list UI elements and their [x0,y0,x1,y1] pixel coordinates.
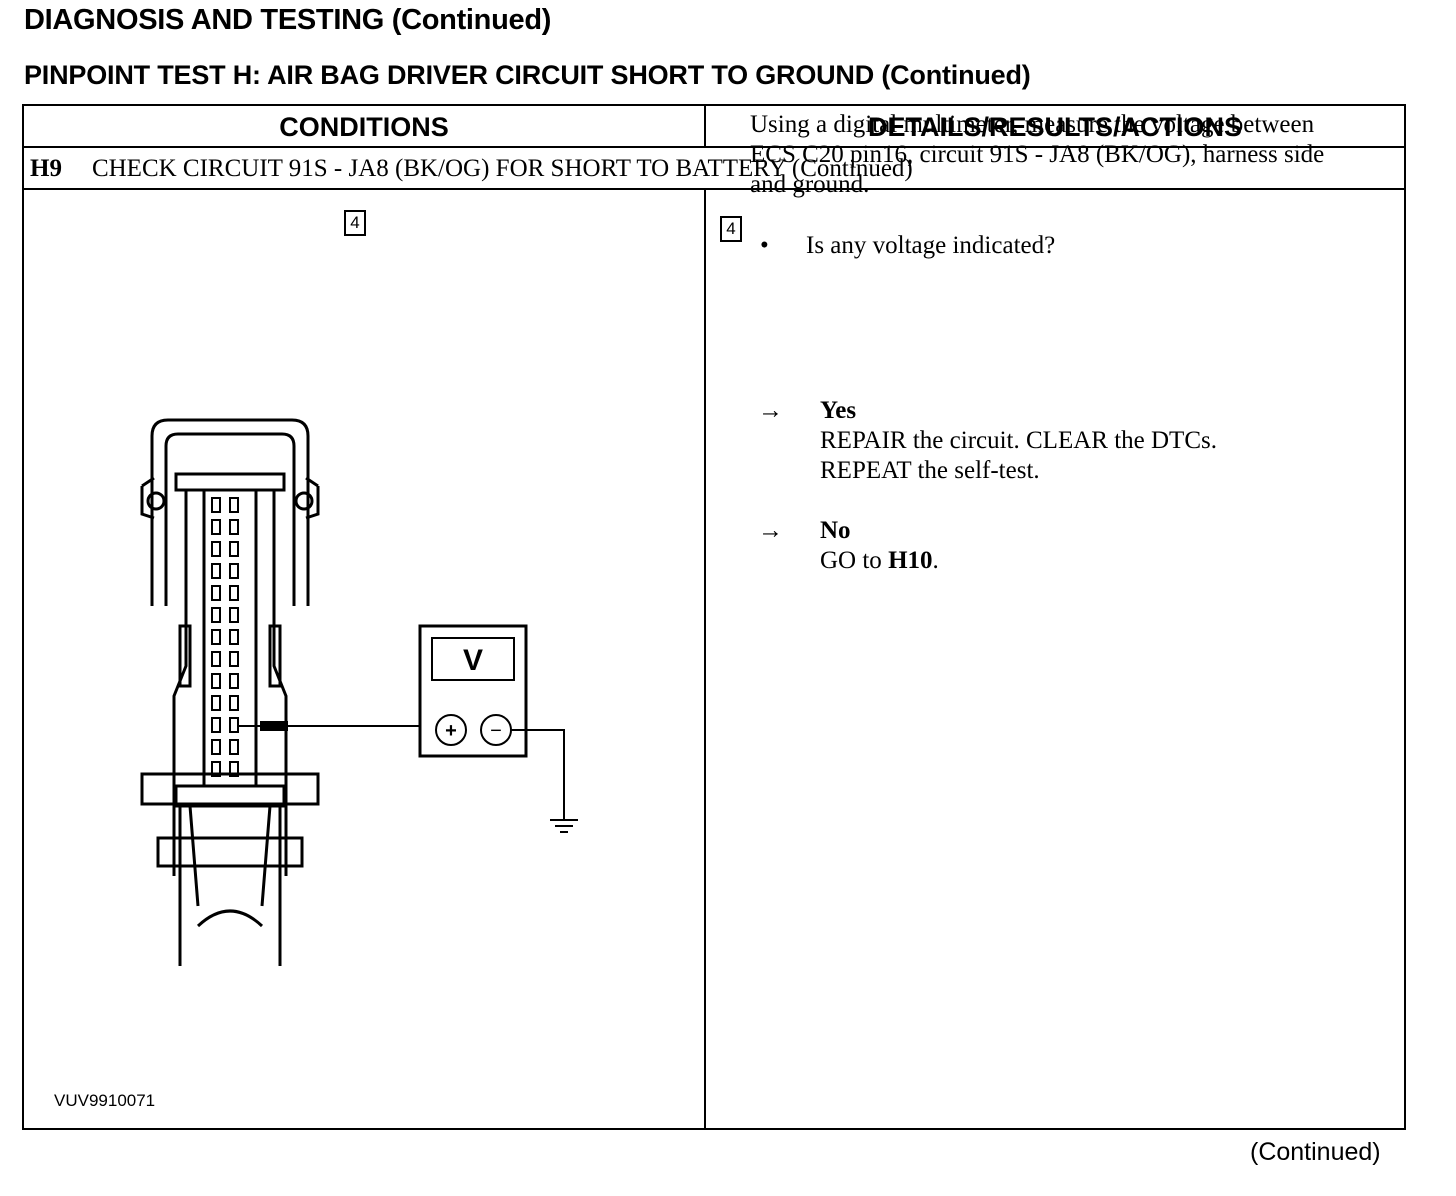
meter-display [431,637,515,681]
positive-terminal [435,714,467,746]
connector-drawing [140,418,320,966]
ground-lead [511,729,578,833]
step-title: CHECK CIRCUIT 91S - JA8 (BK/OG) FOR SHOR… [91,155,913,182]
minus-symbol: − [490,720,502,742]
conditions-header: CONDITIONS [279,112,449,142]
step-heading: H9 CHECK CIRCUIT 91S - JA8 (BK/OG) FOR SH… [30,150,913,188]
question: • Is any voltage indicated? [760,232,1055,260]
arrow-icon: → [758,397,783,424]
column-divider [704,188,706,1128]
result-yes-line-1: REPAIR the circuit. CLEAR the DTCs. [820,427,1217,454]
figure-id: VUV9910071 [54,1091,156,1110]
goto-prefix: GO to [820,547,889,574]
goto-step-link[interactable]: H10 [888,547,933,574]
connector-voltage-diagram: V + − [140,418,578,966]
page-title: DIAGNOSIS AND TESTING (Continued) [24,4,552,36]
plus-symbol: + [445,720,457,742]
result-no: → No GO to H10. [758,516,939,576]
conditions-step-number: 4 [344,210,366,236]
result-yes: → Yes REPAIR the circuit. CLEAR the DTCs… [758,396,1217,486]
step-id: H9 [30,155,62,182]
column-divider-top [704,106,706,146]
pinpoint-test-title: PINPOINT TEST H: AIR BAG DRIVER CIRCUIT … [24,60,1031,90]
continued-note: (Continued) [1250,1138,1381,1166]
result-yes-label: Yes [820,397,857,424]
goto-suffix: . [932,547,939,574]
arrow-icon: → [758,517,783,544]
instruction-text: Using a digital multimeter, measure the … [750,111,1325,198]
terminal-cavities [211,497,239,777]
header-divider [24,146,1404,148]
test-table: CONDITIONS DETAILS/RESULTS/ACTIONS H9 CHE… [22,104,1406,1130]
details-step-number: 4 [720,216,742,242]
probe-lead [238,721,424,731]
meter-label: V [463,644,483,677]
bullet: • [760,232,769,259]
question-text: Is any voltage indicated? [806,232,1056,259]
details-header: DETAILS/RESULTS/ACTIONS [867,112,1242,142]
step-divider [24,188,1404,190]
result-no-label: No [820,517,851,544]
result-no-action: GO to H10. [820,546,939,576]
result-yes-line-2: REPEAT the self-test. [820,457,1040,484]
multimeter: V + − [418,624,528,758]
